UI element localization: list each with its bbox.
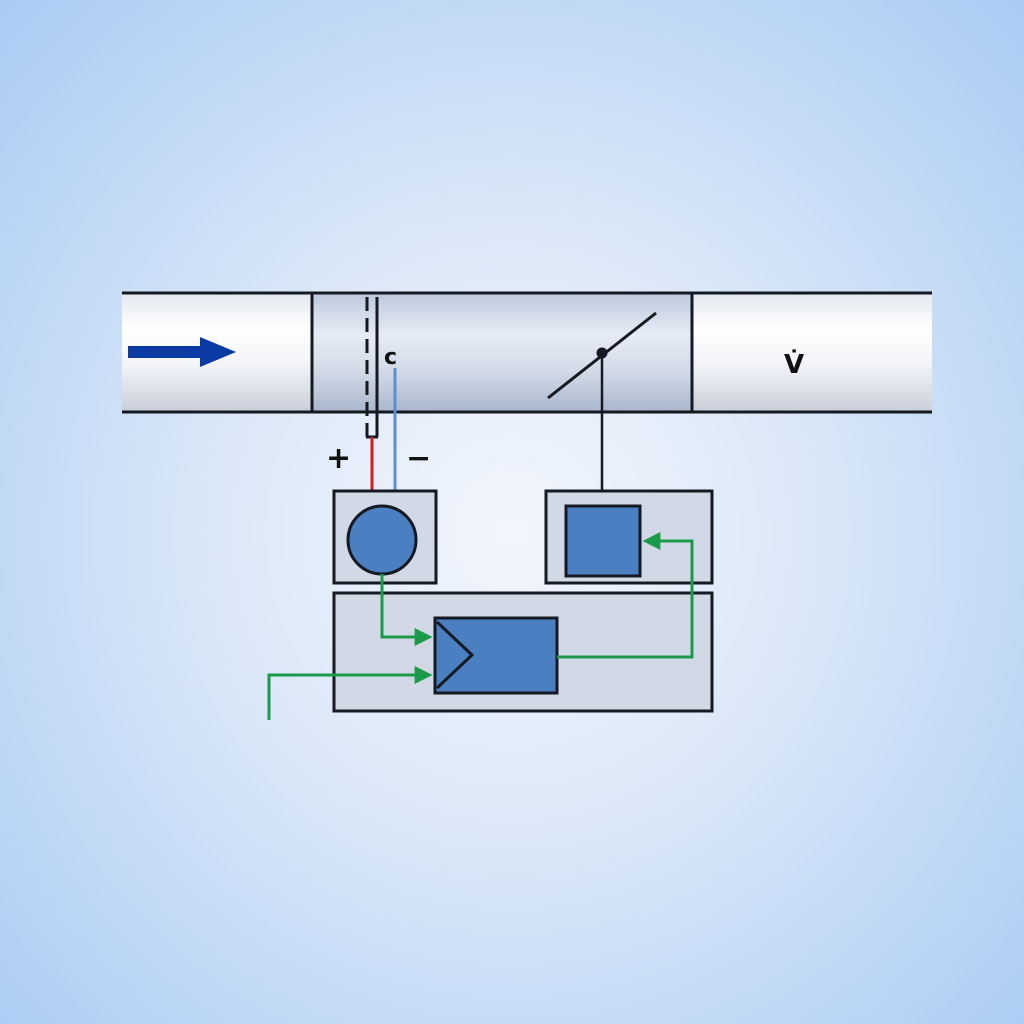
duct-outlet-section [692, 293, 932, 412]
minus-label: − [406, 441, 431, 476]
flow-rate-label: V̇ [784, 348, 804, 380]
arrow-right-icon [128, 337, 236, 367]
measured-signal-line [380, 574, 433, 646]
square-actuator-icon [564, 504, 642, 578]
circle-sensor-icon [346, 504, 418, 576]
sensor-label: c [384, 345, 397, 370]
control-output-line [557, 532, 694, 659]
comparator-triangle-icon [433, 616, 559, 695]
setpoint-signal-line [267, 666, 433, 720]
duct-measurement-section [312, 293, 692, 412]
plus-label: + [326, 441, 351, 476]
duct [122, 291, 932, 414]
